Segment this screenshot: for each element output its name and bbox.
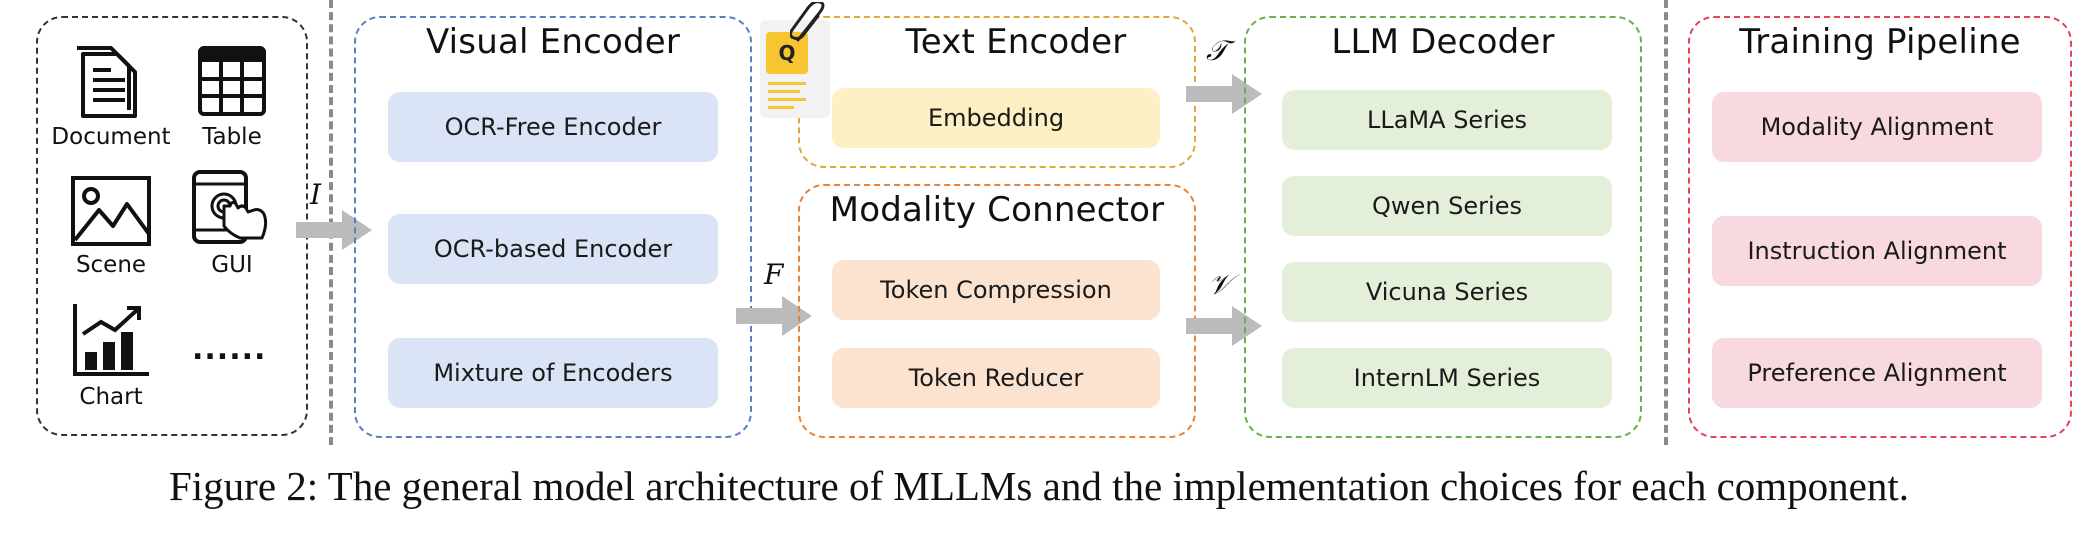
training-pipeline-panel <box>1688 16 2072 438</box>
more-inputs-ellipsis: ...... <box>192 332 267 367</box>
training-pipeline-title: Training Pipeline <box>1739 22 2021 62</box>
input-gui: GUI <box>172 168 292 278</box>
visual-encoder-item: OCR-based Encoder <box>388 214 718 284</box>
query-badge: Q <box>766 32 808 74</box>
chart-label: Chart <box>79 384 143 410</box>
training-pipeline-item: Modality Alignment <box>1712 92 2042 162</box>
input-chart: Chart <box>46 300 176 410</box>
arrow-connector-to-llm <box>1186 306 1262 346</box>
input-document: Document <box>46 40 176 150</box>
visual-encoder-panel <box>354 16 752 438</box>
gui-tablet-touch-icon <box>192 170 268 244</box>
document-icon <box>77 46 137 118</box>
document-label: Document <box>51 124 171 150</box>
input-table: Table <box>172 40 292 150</box>
table-label: Table <box>202 124 262 150</box>
modality-connector-item: Token Reducer <box>832 348 1160 408</box>
llm-decoder-item: LLaMA Series <box>1282 90 1612 150</box>
arrow-text-to-llm <box>1186 74 1262 114</box>
symbol-visual-tokens: 𝒱 <box>1208 268 1232 301</box>
visual-encoder-title: Visual Encoder <box>425 22 681 62</box>
training-pipeline-item: Instruction Alignment <box>1712 216 2042 286</box>
arrow-visual-to-connector <box>736 296 812 336</box>
visual-encoder-item: Mixture of Encoders <box>388 338 718 408</box>
input-scene: Scene <box>46 174 176 278</box>
scene-label: Scene <box>75 252 147 278</box>
modality-connector-title: Modality Connector <box>829 190 1165 230</box>
gui-label: GUI <box>211 252 253 278</box>
text-encoder-item: Embedding <box>832 88 1160 148</box>
modality-connector-item: Token Compression <box>832 260 1160 320</box>
symbol-image: I <box>310 178 322 211</box>
figure-caption: Figure 2: The general model architecture… <box>168 463 1910 509</box>
symbol-text-tokens: 𝒯 <box>1206 34 1228 67</box>
llm-decoder-item: InternLM Series <box>1282 348 1612 408</box>
llm-decoder-title: LLM Decoder <box>1331 22 1555 62</box>
visual-encoder-item: OCR-Free Encoder <box>388 92 718 162</box>
symbol-features: F <box>764 258 784 291</box>
query-icon-wrapper: Q <box>760 2 830 118</box>
table-icon <box>198 46 266 116</box>
modality-connector-panel <box>798 184 1196 438</box>
text-encoder-title: Text Encoder <box>905 22 1127 62</box>
scene-icon <box>71 176 151 246</box>
llm-decoder-item: Qwen Series <box>1282 176 1612 236</box>
separator-right <box>1664 0 1668 445</box>
training-pipeline-item: Preference Alignment <box>1712 338 2042 408</box>
llm-decoder-panel <box>1244 16 1642 438</box>
paperclip-icon <box>790 2 825 42</box>
arrow-input-to-visual <box>296 210 372 250</box>
llm-decoder-item: Vicuna Series <box>1282 262 1612 322</box>
chart-icon <box>73 304 149 376</box>
